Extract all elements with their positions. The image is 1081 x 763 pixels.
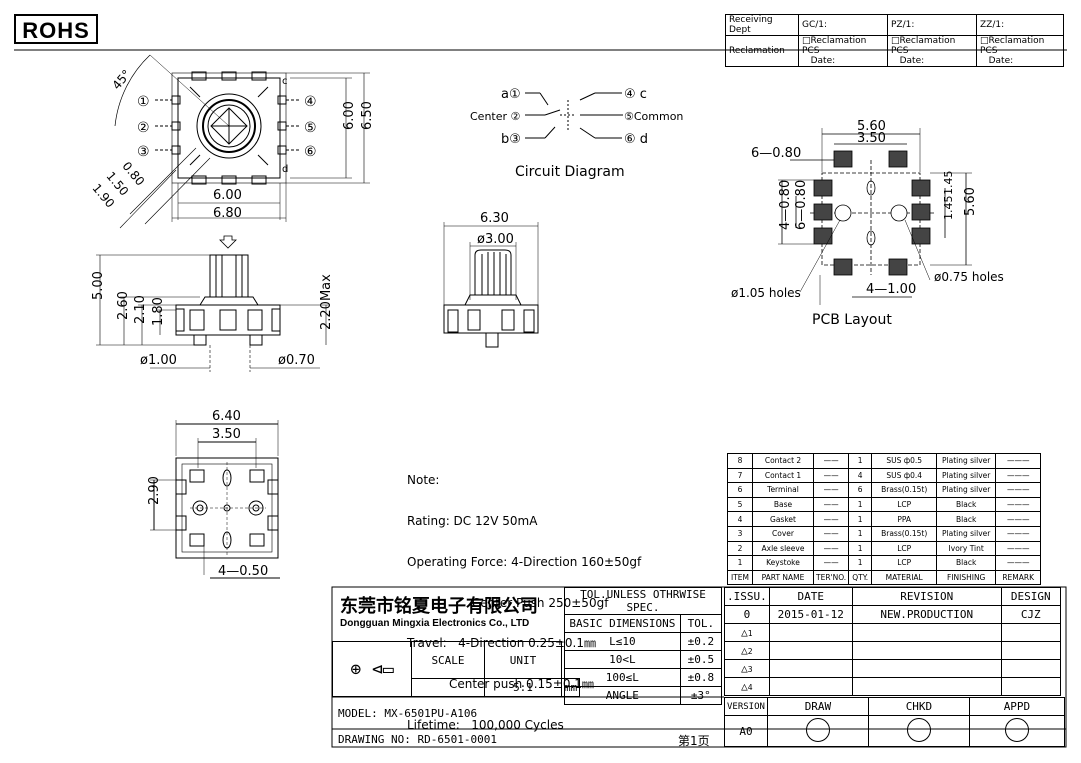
note-line: Note: bbox=[407, 473, 440, 488]
note-line: Rating: DC 12V 50mA bbox=[407, 513, 538, 528]
pcb-dim-4-100: 4—1.00 bbox=[866, 282, 916, 297]
bottom-dim-350: 3.50 bbox=[212, 427, 241, 442]
dim-260: 2.60 bbox=[116, 291, 131, 320]
bottom-dim-640: 6.40 bbox=[212, 409, 241, 424]
draw-stamp bbox=[766, 715, 869, 747]
dim-600w: 6.00 bbox=[213, 188, 242, 203]
pcb-layout bbox=[778, 128, 972, 305]
receiving-table: Receiving Dept GC/1: PZ/1: ZZ/1: Reclama… bbox=[725, 14, 1064, 67]
note-line: Operating Force: 4-Direction 160±50gf bbox=[407, 554, 642, 569]
pcb-dim-560w: 5.60 bbox=[857, 119, 886, 134]
recl-gc: □Reclamation PCS Date: bbox=[798, 35, 888, 67]
bottom-view-labels: 6.40 3.50 2.90 4—0.50 bbox=[147, 409, 268, 579]
model-label: MODEL: MX-6501PU-A106 bbox=[338, 707, 478, 720]
phi-300: ø3.00 bbox=[477, 232, 514, 247]
pcb-holes-105: ø1.05 holes bbox=[731, 286, 801, 300]
dim-220max: 2.20Max bbox=[319, 274, 334, 330]
pcb-dim-560h: 5.60 bbox=[963, 187, 978, 216]
dim-600h: 6.00 bbox=[342, 101, 357, 130]
circuit-title: Circuit Diagram bbox=[515, 164, 625, 180]
drawing-no-label: DRAWING NO: RD-6501-0001 bbox=[338, 733, 497, 746]
projection-icon: ⊕ ⊲▭ bbox=[332, 641, 412, 697]
reclamation: Reclamation bbox=[725, 35, 799, 67]
pcb-dim-145b: 1.45 bbox=[942, 196, 955, 221]
top-view-labels: 45° ① ② ③ ④ ⑤ ⑥ c d 6.00 6.50 6.00 6.80 … bbox=[89, 67, 375, 221]
circuit-diagram bbox=[525, 92, 623, 139]
label-d: d bbox=[282, 164, 288, 175]
side-view bbox=[96, 235, 330, 372]
rohs-label: ROHS bbox=[14, 14, 98, 44]
pin-2: ② bbox=[137, 120, 150, 136]
pin-6: ⑥ bbox=[304, 144, 317, 160]
dim-500: 5.00 bbox=[91, 271, 106, 300]
dim-630: 6.30 bbox=[480, 211, 509, 226]
circuit-d: ⑥ d bbox=[624, 132, 648, 147]
pcb-labels: 5.60 3.50 6—0.80 4—0.80 6—0.80 1.45 1.45… bbox=[731, 119, 1004, 328]
dim-650h: 6.50 bbox=[360, 101, 375, 130]
company-name-cn: 东莞市铭夏电子有限公司 bbox=[340, 596, 538, 617]
page-label: 第1页 bbox=[678, 734, 710, 748]
dim-210: 2.10 bbox=[133, 295, 148, 324]
pin-3: ③ bbox=[137, 144, 150, 160]
side-view-labels: 5.00 2.60 2.10 1.80 2.20Max ø1.00 ø0.70 bbox=[91, 271, 334, 368]
pin-1: ① bbox=[137, 94, 150, 110]
circuit-common: ⑤Common bbox=[624, 110, 683, 123]
front-view-labels: 6.30 ø3.00 bbox=[477, 211, 514, 247]
pcb-dim-350: 3.50 bbox=[857, 131, 886, 146]
chkd-stamp bbox=[867, 715, 970, 747]
dim-680w: 6.80 bbox=[213, 206, 242, 221]
appd-stamp bbox=[968, 715, 1065, 747]
pin-5: ⑤ bbox=[304, 120, 317, 136]
circuit-a: a① bbox=[501, 87, 521, 102]
tolerance-table: TOL.UNLESS OTHRWISE SPEC. BASIC DIMENSIO… bbox=[564, 587, 723, 705]
phi-100: ø1.00 bbox=[140, 353, 177, 368]
pcb-dim-4-080: 4—0.80 bbox=[778, 180, 793, 230]
pcb-dim-6-080: 6—0.80 bbox=[751, 146, 801, 161]
circuit-labels: a① Center ② b③ ④ c ⑤Common ⑥ d Circuit D… bbox=[470, 87, 683, 180]
pin-4: ④ bbox=[304, 94, 317, 110]
company-name-en: Dongguan Mingxia Electronics Co., LTD bbox=[340, 618, 530, 629]
dim-180: 1.80 bbox=[151, 297, 166, 326]
phi-070: ø0.70 bbox=[278, 353, 315, 368]
circuit-b: b③ bbox=[501, 132, 521, 147]
pcb-title: PCB Layout bbox=[812, 312, 892, 328]
front-view bbox=[443, 222, 539, 348]
bottom-view bbox=[150, 420, 280, 579]
pcb-holes-075: ø0.75 holes bbox=[934, 270, 1004, 284]
bottom-dim-4-050: 4—0.50 bbox=[218, 564, 268, 579]
note-line: Lifetime: 100,000 Cycles bbox=[407, 717, 564, 732]
pcb-dim-6-080v: 6—0.80 bbox=[794, 180, 809, 230]
bottom-dim-290: 2.90 bbox=[147, 476, 162, 505]
pcb-dim-145a: 1.45 bbox=[942, 171, 955, 196]
recl-pz: □Reclamation PCS Date: bbox=[887, 35, 977, 67]
angle-label: 45° bbox=[109, 67, 133, 92]
recl-zz: □Reclamation PCS Date: bbox=[976, 35, 1064, 67]
top-view bbox=[114, 54, 370, 229]
circuit-c: ④ c bbox=[624, 87, 647, 102]
circuit-center: Center ② bbox=[470, 110, 521, 123]
label-c: c bbox=[282, 76, 288, 87]
